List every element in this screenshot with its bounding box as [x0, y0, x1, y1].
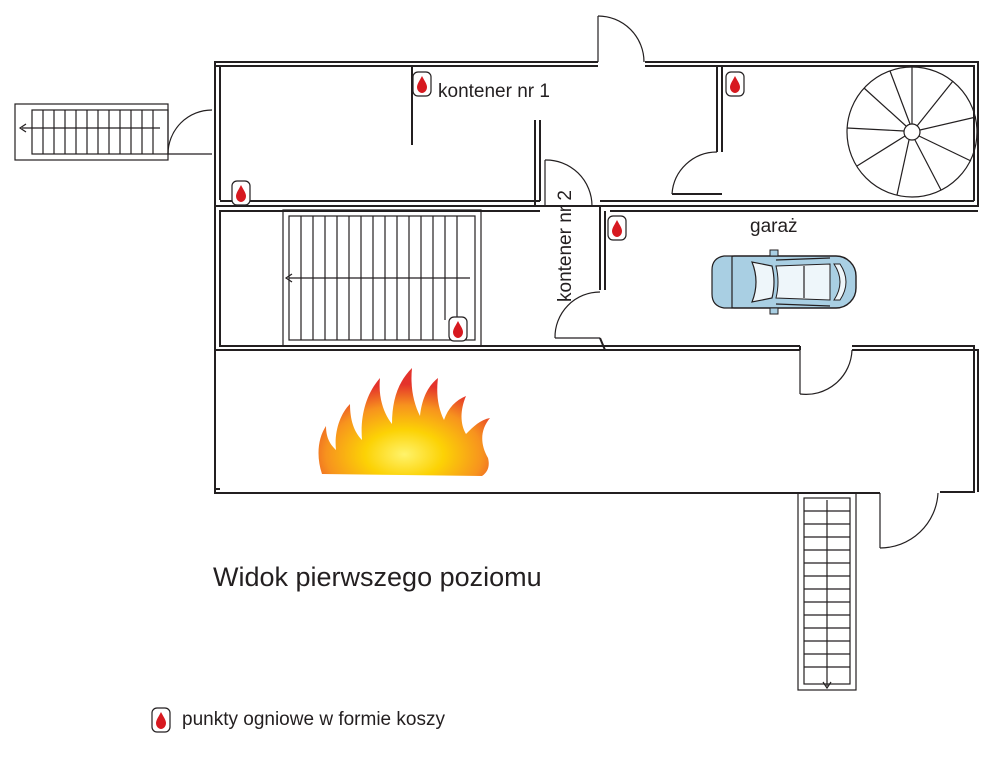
spiral-staircase [846, 66, 978, 198]
fire-point-icon [725, 71, 745, 97]
plan-title: Widok pierwszego poziomu [213, 562, 542, 592]
legend-text: punkty ogniowe w formie koszy [182, 709, 445, 730]
fire-point-icon [607, 215, 627, 241]
label-container-1: kontener nr 1 [438, 81, 550, 102]
label-container-2: kontener nr 2 [555, 190, 576, 302]
fire-point-icon [412, 71, 432, 97]
walls [214, 61, 979, 494]
stairs-left [14, 103, 169, 161]
fire-point-icon [231, 180, 251, 206]
fire-flame [318, 368, 490, 476]
label-garage: garaż [750, 216, 798, 237]
fire-point-icon [448, 316, 468, 342]
doors [167, 15, 939, 549]
fire-point-icon [151, 707, 171, 733]
stairs-bottom [797, 492, 857, 691]
stairs-center [282, 209, 482, 347]
legend: punkty ogniowe w formie koszy [151, 707, 445, 733]
car [711, 249, 857, 315]
